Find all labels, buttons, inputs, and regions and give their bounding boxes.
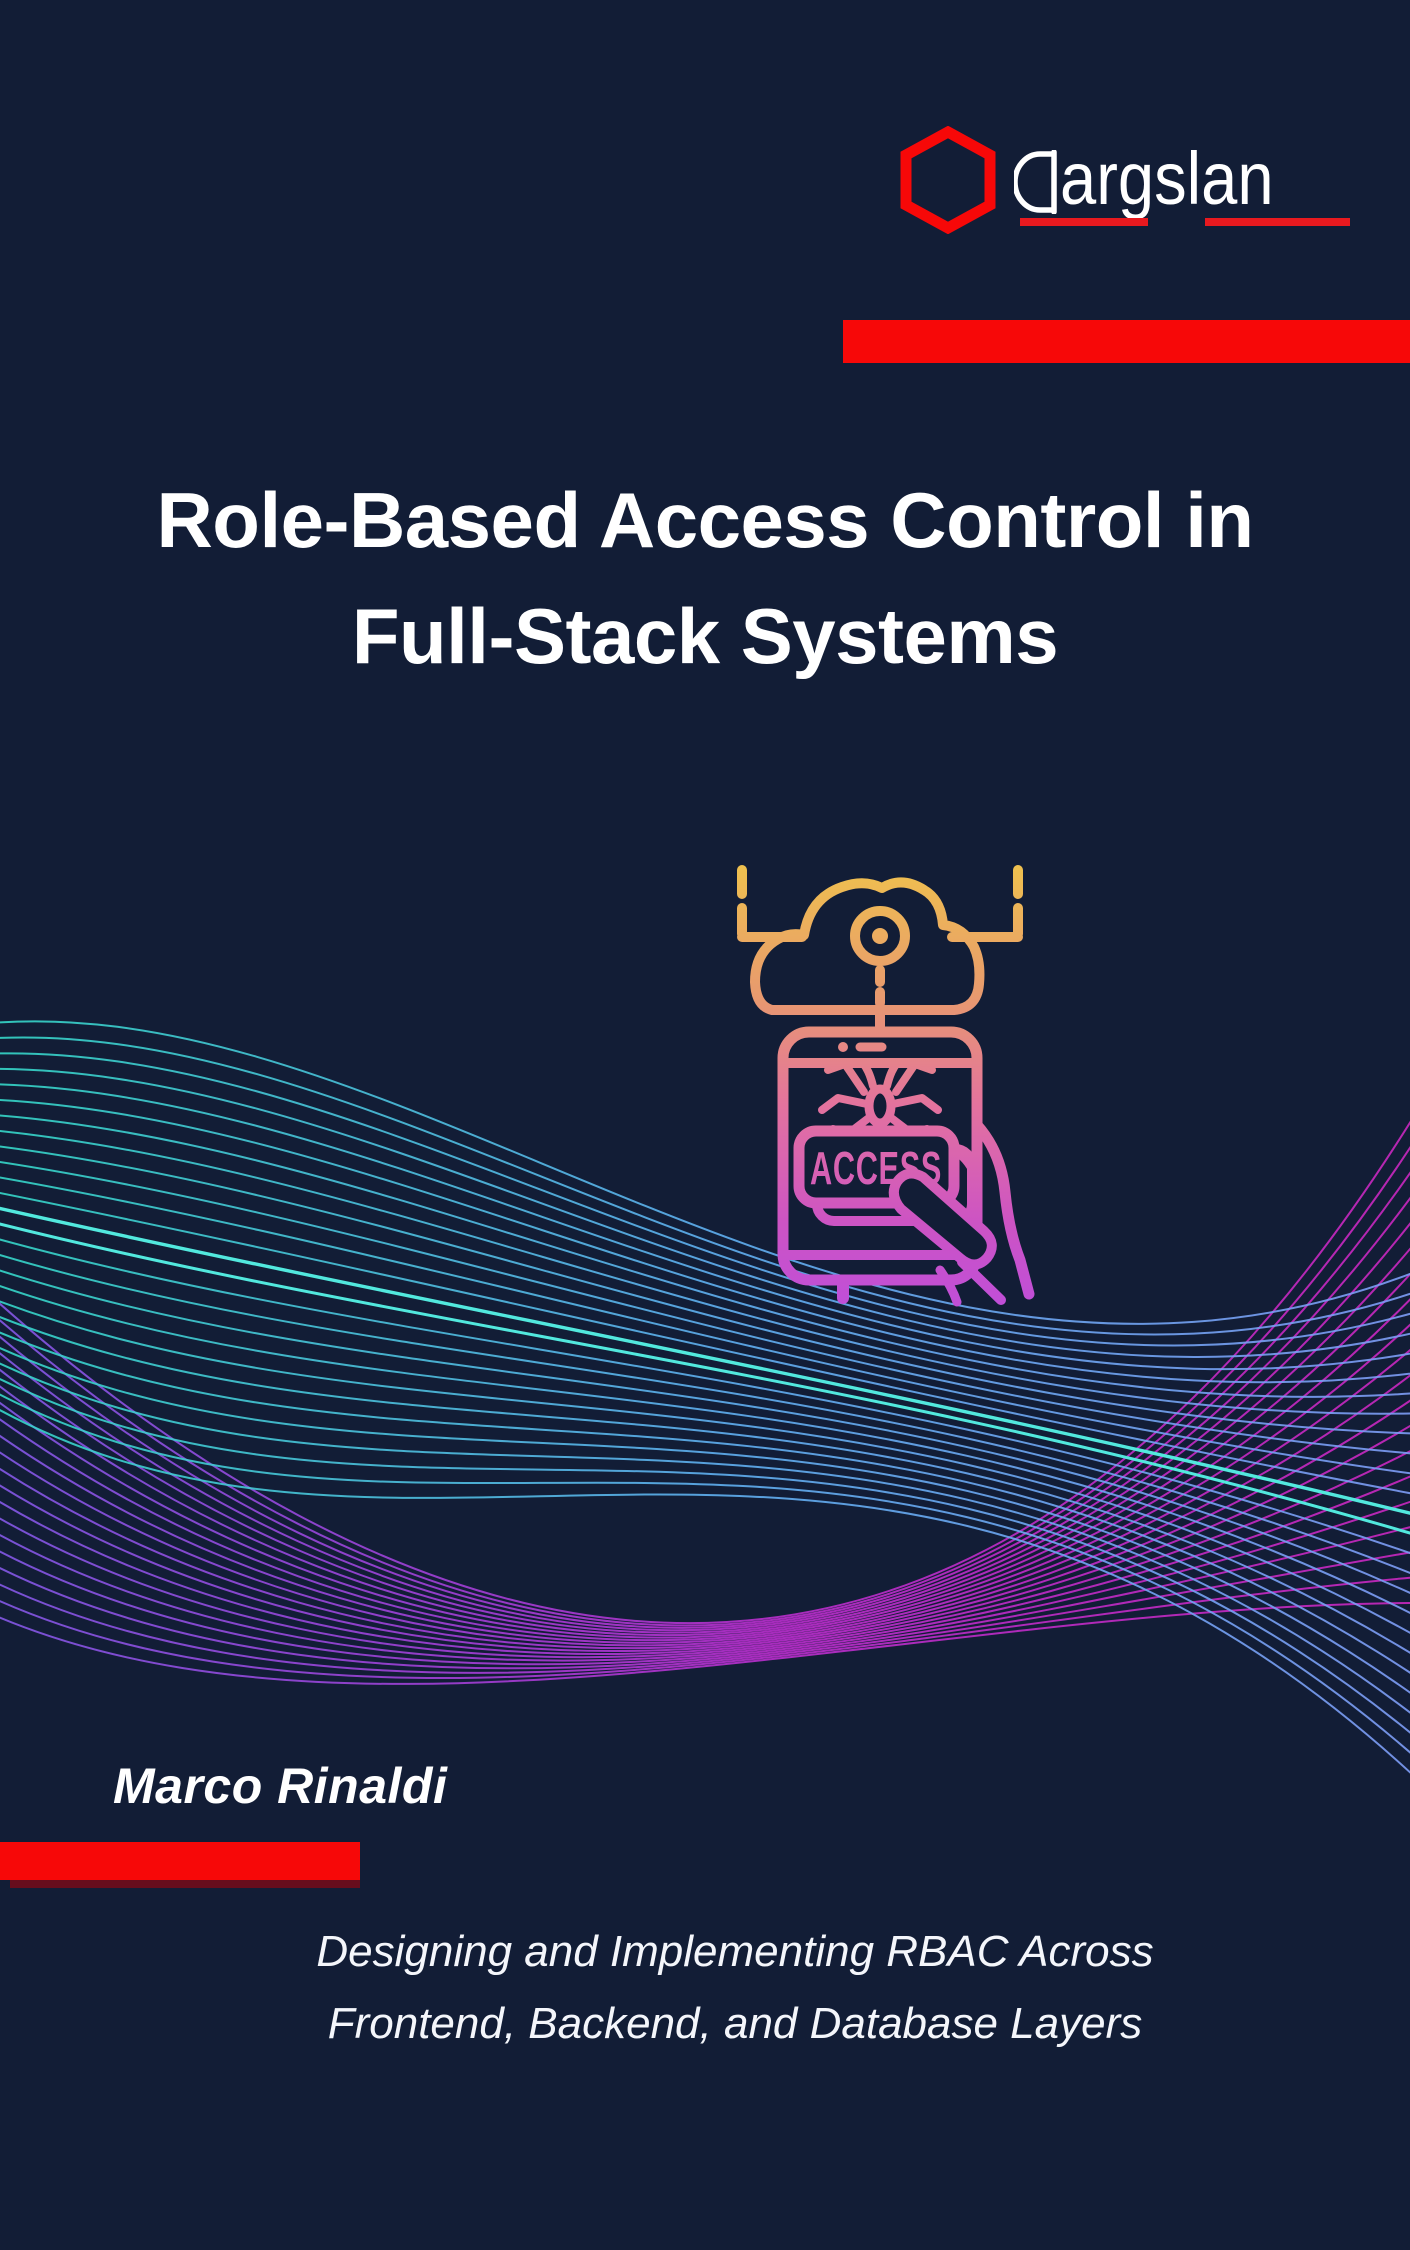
logo-underline-left	[1020, 218, 1148, 226]
dargslan-d-glyph	[1014, 150, 1057, 214]
hexagon-logo-icon	[900, 126, 996, 234]
book-title-line-1: Role-Based Access Control in	[156, 476, 1254, 564]
author-accent-bar-shadow	[10, 1880, 360, 1888]
header-accent-bar	[843, 320, 1410, 363]
book-title: Role-Based Access Control in Full-Stack …	[0, 462, 1410, 694]
author-accent-bar	[0, 1842, 360, 1880]
bug-icon	[818, 1058, 942, 1137]
book-subtitle: Designing and Implementing RBAC Across F…	[30, 1916, 1410, 2060]
logo-underline-right	[1205, 218, 1350, 226]
hand-icon	[888, 1119, 1035, 1307]
phone-icon	[777, 1026, 983, 1304]
book-subtitle-line-1: Designing and Implementing RBAC Across	[316, 1927, 1154, 1976]
cloud-icon	[750, 877, 985, 1015]
book-subtitle-line-2: Frontend, Backend, and Database Layers	[327, 1999, 1143, 2048]
brand-name: argslan	[1060, 137, 1274, 220]
lens-icon	[850, 906, 910, 966]
bracket-left-icon	[737, 865, 807, 942]
book-title-line-2: Full-Stack Systems	[351, 592, 1059, 680]
cloud-access-security-icon: ACCESS	[737, 865, 1035, 1307]
author-name: Marco Rinaldi	[113, 1758, 448, 1814]
